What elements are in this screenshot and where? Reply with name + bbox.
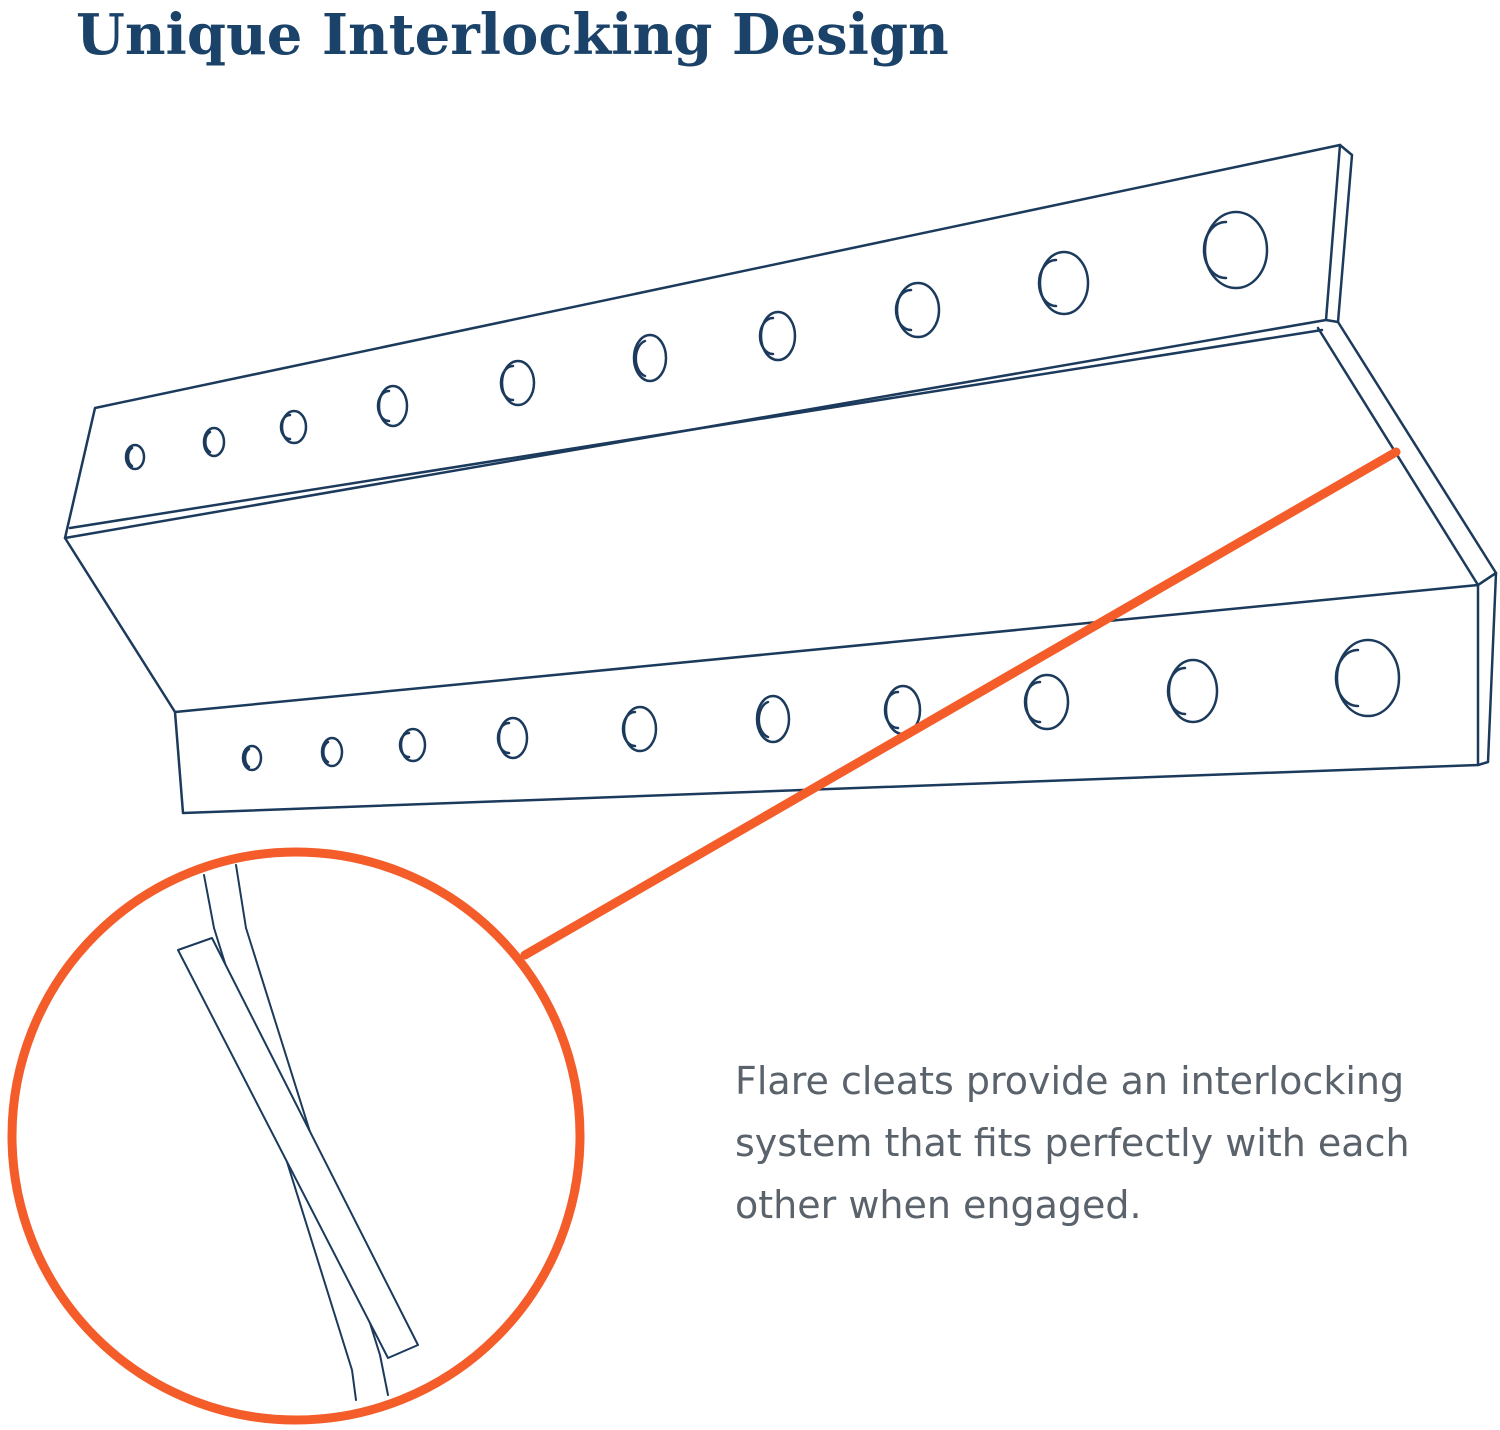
hole	[241, 744, 263, 772]
upper-cleat-edge	[1336, 143, 1354, 324]
lower-cleat-holes	[241, 638, 1401, 772]
hole	[320, 736, 344, 768]
upper-cleat-face	[63, 143, 1342, 540]
lower-cleat-edge	[1476, 571, 1498, 767]
hole	[632, 333, 668, 383]
page-title: Unique Interlocking Design	[76, 2, 949, 68]
hole	[202, 426, 226, 458]
magnifier-circle	[7, 847, 585, 1425]
upper-cleat-bevel	[68, 328, 1324, 530]
lower-cleat	[173, 571, 1498, 815]
upper-cleat-holes	[124, 210, 1269, 471]
callout-caption: Flare cleats provide an interlocking sys…	[735, 1059, 1410, 1227]
callout-pointer-line	[520, 447, 1401, 960]
hole	[755, 694, 791, 744]
upper-cleat	[63, 143, 1354, 540]
magnified-joint-detail	[177, 864, 419, 1401]
hole	[124, 443, 146, 471]
